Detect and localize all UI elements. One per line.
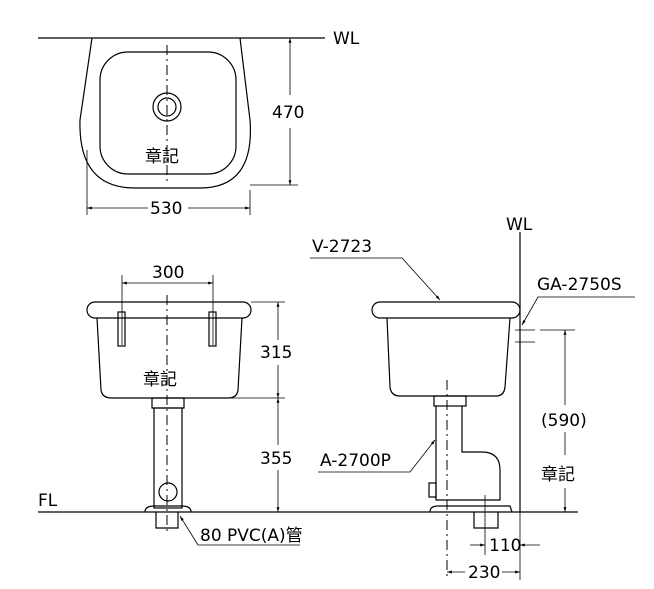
dim-depth: 470	[272, 103, 304, 123]
sink-rim	[86, 301, 252, 319]
cleanout-icon	[158, 482, 178, 502]
sink-model-label: V-2723	[312, 237, 372, 257]
side-view: WL V-2723 GA-2750S A-2700P (590) 章記 110 …	[310, 215, 635, 583]
front-view: 300 章記 315 355 80 PVC(A)管	[86, 263, 303, 546]
wl-label: WL	[333, 29, 360, 49]
trap-model-label: A-2700P	[320, 451, 391, 471]
dim-spacing: 300	[152, 263, 184, 283]
sink-bowl	[386, 317, 511, 397]
note-text: 章記	[145, 147, 179, 167]
dim-height: (590)	[541, 411, 587, 431]
pedestal-pipe	[153, 407, 183, 509]
wl-label: WL	[506, 215, 533, 235]
dim-pedestal-height: 355	[260, 449, 292, 469]
note-text: 章記	[541, 465, 575, 485]
bracket-model-label: GA-2750S	[537, 275, 622, 295]
sink-outline	[79, 37, 252, 189]
sink-inner	[99, 51, 237, 175]
dim-230: 230	[468, 563, 500, 583]
note-text: 章記	[143, 370, 177, 390]
dim-bowl-height: 315	[260, 343, 292, 363]
dim-110: 110	[489, 536, 521, 556]
floor-label: FL	[38, 491, 58, 511]
trap	[435, 406, 501, 501]
dim-width: 530	[150, 199, 182, 219]
top-view: WL 章記 470 530	[38, 29, 360, 219]
pipe-label: 80 PVC(A)管	[200, 526, 303, 546]
sink-rim	[371, 301, 521, 319]
